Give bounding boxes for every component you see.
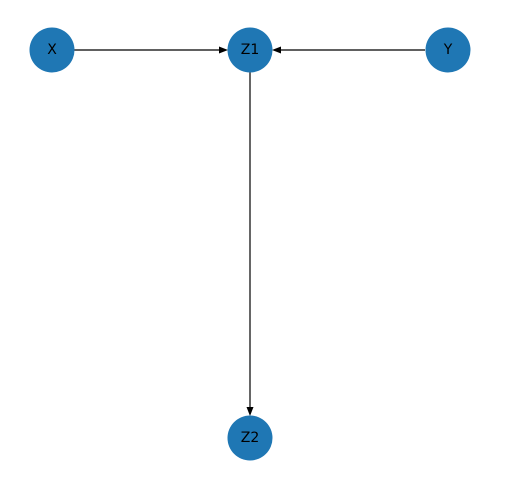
edge-z1-to-z2-arrowhead [246, 407, 254, 416]
node-z2: Z2 [227, 415, 273, 461]
edges-group [74, 46, 425, 416]
edge-x-to-z1-arrowhead [219, 46, 228, 54]
node-y: Y [425, 27, 471, 73]
node-z1-circle [227, 27, 273, 73]
node-x-label: X [47, 42, 57, 58]
node-x: X [29, 27, 75, 73]
node-z2-circle [227, 415, 273, 461]
node-z1: Z1 [227, 27, 273, 73]
node-x-circle [29, 27, 75, 73]
node-y-label: Y [443, 42, 453, 58]
edge-y-to-z1-arrowhead [272, 46, 281, 54]
node-z2-label: Z2 [241, 430, 260, 446]
node-z1-label: Z1 [241, 42, 260, 58]
node-y-circle [425, 27, 471, 73]
nodes-group: X Z1 Y Z2 [29, 27, 471, 461]
